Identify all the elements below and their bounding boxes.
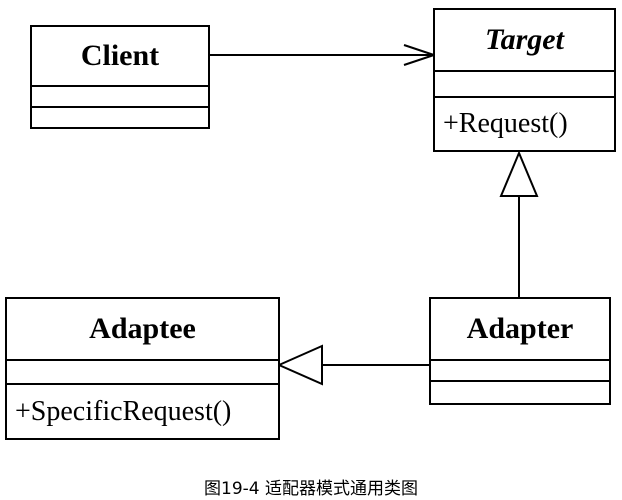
generalization-triangle-adaptee: [276, 344, 323, 386]
generalization-triangle-target: [499, 150, 539, 197]
class-client: Client: [30, 25, 210, 129]
class-attributes-client: [32, 87, 208, 108]
class-attributes-target: [435, 72, 614, 98]
operation-specific-request: +SpecificRequest(): [15, 395, 232, 427]
class-operations-client: [32, 108, 208, 127]
class-target: Target +Request(): [433, 8, 616, 152]
figure-caption: 图19-4 适配器模式通用类图: [204, 479, 418, 499]
class-name-adapter: Adapter: [431, 299, 609, 361]
class-name-target: Target: [435, 10, 614, 72]
operation-request: +Request(): [443, 108, 568, 139]
class-name-adaptee: Adaptee: [7, 299, 278, 361]
class-attributes-adapter: [431, 361, 609, 382]
class-attributes-adaptee: [7, 361, 278, 385]
class-adaptee: Adaptee +SpecificRequest(): [5, 297, 280, 440]
class-name-client: Client: [32, 27, 208, 87]
class-adapter: Adapter: [429, 297, 611, 405]
class-operations-adapter: [431, 382, 609, 403]
